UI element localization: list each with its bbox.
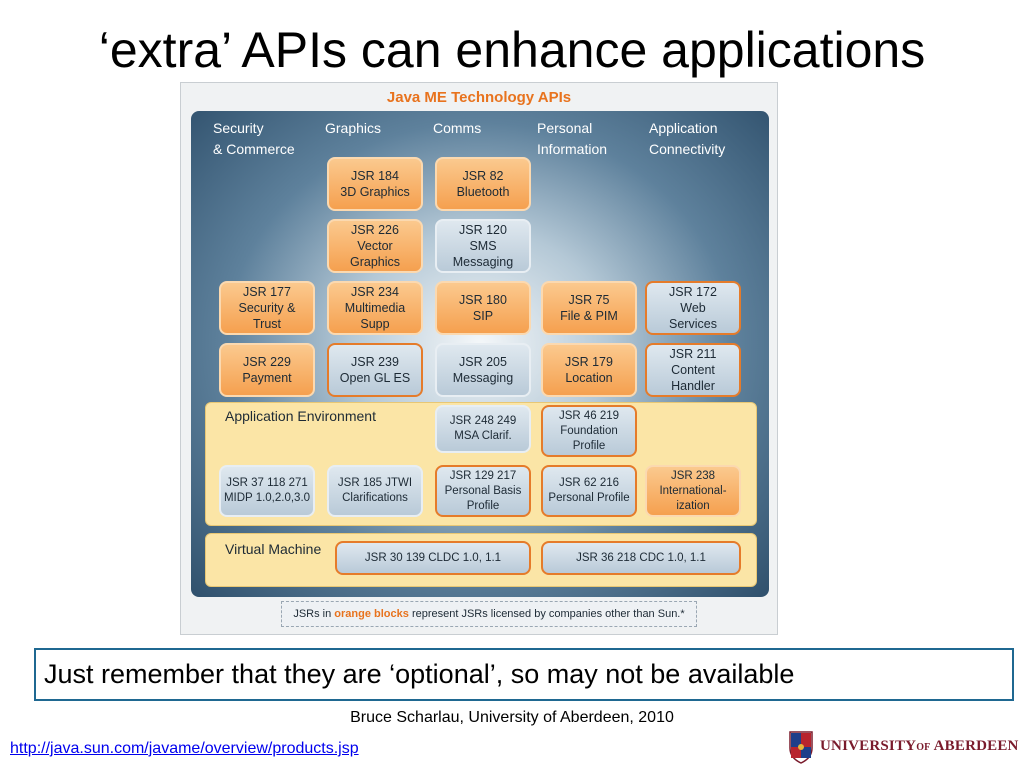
- block-jsr-172: JSR 172 Web Services: [645, 281, 741, 335]
- optional-apis-callout: Just remember that they are ‘optional’, …: [34, 648, 1014, 701]
- block-jsr-226: JSR 226 Vector Graphics: [327, 219, 423, 273]
- university-logo: UNIVERSITYOF ABERDEEN: [788, 728, 1019, 764]
- wordmark-of: OF: [916, 741, 931, 753]
- wordmark-university: UNIVERSITY: [820, 737, 917, 754]
- block-jsr-46-219: JSR 46 219 Foundation Profile: [541, 405, 637, 457]
- category-graphics: Graphics: [325, 120, 382, 136]
- block-jsr-62-216: JSR 62 216 Personal Profile: [541, 465, 637, 517]
- block-jsr-205: JSR 205 Messaging: [435, 343, 531, 397]
- category-security-commerce: Security & Commerce: [213, 120, 295, 157]
- note-highlight: orange blocks: [334, 608, 409, 620]
- block-jsr-180: JSR 180 SIP: [435, 281, 531, 335]
- university-crest-icon: [789, 731, 813, 764]
- block-jsr-234: JSR 234 Multimedia Supp: [327, 281, 423, 335]
- java-me-api-diagram: Java ME Technology APIs Security & Comme…: [180, 82, 778, 635]
- block-jsr-184: JSR 184 3D Graphics: [327, 157, 423, 211]
- java-me-products-link[interactable]: http://java.sun.com/javame/overview/prod…: [10, 740, 359, 757]
- block-jsr-82: JSR 82 Bluetooth: [435, 157, 531, 211]
- block-jsr-129-217: JSR 129 217 Personal Basis Profile: [435, 465, 531, 517]
- virtual-machine-label: Virtual Machine: [225, 541, 322, 557]
- category-application-connectivity: Application Connectivity: [649, 120, 726, 157]
- category-comms: Comms: [433, 120, 482, 136]
- category-personal-information: Personal Information: [537, 120, 608, 157]
- note-suffix: represent JSRs licensed by companies oth…: [411, 608, 685, 620]
- api-panel: Security & Commerce Graphics Comms Perso…: [191, 111, 769, 597]
- application-environment-label: Application Environment: [225, 408, 376, 424]
- slide-title: ‘extra’ APIs can enhance applications: [98, 22, 926, 78]
- block-jsr-37-118-271: JSR 37 118 271 MIDP 1.0,2.0,3.0: [219, 465, 315, 517]
- note-prefix: JSRs in: [293, 608, 332, 620]
- orange-blocks-note: JSRs in orange blocks represent JSRs lic…: [281, 601, 697, 627]
- block-jsr-248-249: JSR 248 249 MSA Clarif.: [435, 405, 531, 453]
- block-jsr-36-218-cdc: JSR 36 218 CDC 1.0, 1.1: [541, 541, 741, 575]
- university-wordmark: UNIVERSITYOF ABERDEEN: [820, 738, 1019, 755]
- block-jsr-120: JSR 120 SMS Messaging: [435, 219, 531, 273]
- block-jsr-185: JSR 185 JTWI Clarifications: [327, 465, 423, 517]
- block-jsr-239: JSR 239 Open GL ES: [327, 343, 423, 397]
- block-jsr-211: JSR 211 Content Handler: [645, 343, 741, 397]
- block-jsr-30-139-cldc: JSR 30 139 CLDC 1.0, 1.1: [335, 541, 531, 575]
- diagram-title: Java ME Technology APIs: [386, 89, 572, 106]
- slide-credit: Bruce Scharlau, University of Aberdeen, …: [350, 709, 674, 726]
- block-jsr-179: JSR 179 Location: [541, 343, 637, 397]
- wordmark-aberdeen: ABERDEEN: [933, 737, 1019, 754]
- block-jsr-177: JSR 177 Security & Trust: [219, 281, 315, 335]
- block-jsr-238: JSR 238 International- ization: [645, 465, 741, 517]
- block-jsr-229: JSR 229 Payment: [219, 343, 315, 397]
- block-jsr-75: JSR 75 File & PIM: [541, 281, 637, 335]
